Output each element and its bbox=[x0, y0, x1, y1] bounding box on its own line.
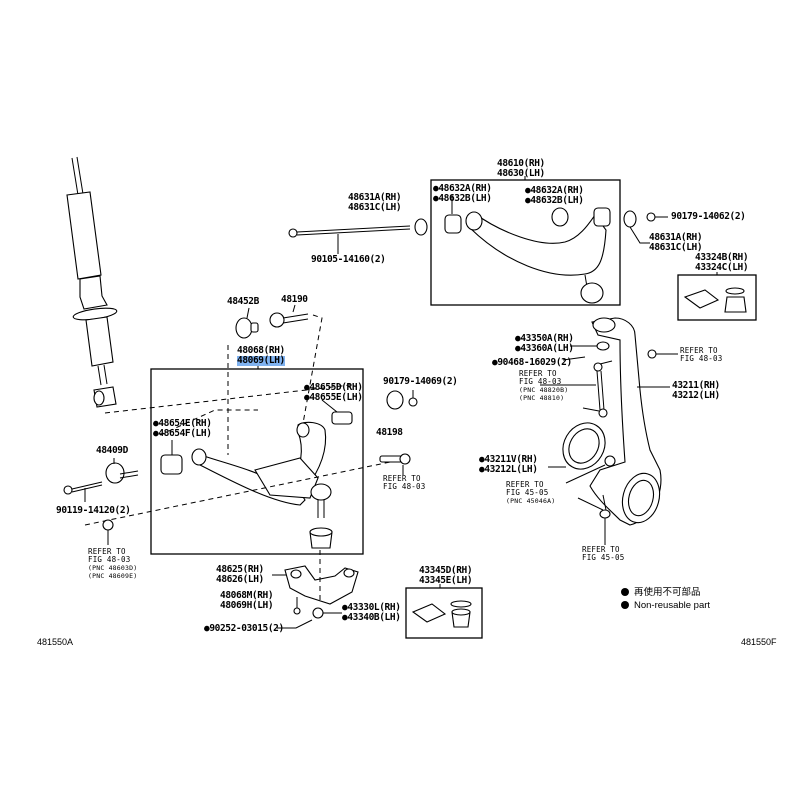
label-upper-bush-right[interactable]: ●48632A(RH) ●48632B(LH) bbox=[525, 185, 584, 206]
label-boot-kit-lower[interactable]: 43345D(RH) 43345E(LH) bbox=[419, 565, 473, 586]
lower-arm-group-box bbox=[150, 368, 364, 555]
label-knuckle[interactable]: 43211(RH) 43212(LH) bbox=[672, 380, 720, 401]
label-nut-lower-rear[interactable]: 90179-14069(2) bbox=[383, 376, 458, 387]
label-cam-left[interactable]: 48631A(RH) 48631C(LH) bbox=[348, 192, 402, 213]
label-upper-bush-left[interactable]: ●48632A(RH) ●48632B(LH) bbox=[433, 183, 492, 204]
label-knuckle-cap[interactable]: ●43350A(RH) ●43360A(LH) bbox=[515, 333, 574, 354]
legend-item-en: Non-reusable part bbox=[621, 599, 710, 612]
steering-knuckle-illustration bbox=[562, 317, 678, 526]
legend-item-jp: 再使用不可部品 bbox=[621, 586, 710, 599]
boot-kit-lower-box bbox=[405, 587, 483, 639]
label-dust-seal[interactable]: ●43211V(RH) ●43212L(LH) bbox=[479, 454, 538, 475]
upper-arm-illustration bbox=[444, 195, 611, 304]
label-bolt-lower[interactable]: 90119-14120(2) bbox=[56, 505, 131, 516]
lower-arm-illustration bbox=[160, 399, 353, 549]
label-bracket[interactable]: 48625(RH) 48626(LH) bbox=[216, 564, 264, 585]
selected-part-highlight: 48069(LH) bbox=[237, 355, 285, 366]
ref-knuckle-nut[interactable]: REFER TO FIG 48-03 bbox=[680, 346, 723, 363]
label-ball-joint-nut[interactable]: ●43330L(RH) ●43340B(LH) bbox=[342, 602, 401, 623]
label-lower-bush-front[interactable]: ●48654E(RH) ●48654F(LH) bbox=[153, 418, 212, 439]
ref-stabilizer[interactable]: REFER TO FIG 48-03 (PNC 48820B) (PNC 488… bbox=[519, 369, 569, 403]
label-cam-lower[interactable]: 48409D bbox=[96, 445, 128, 456]
figure-code-left: 481550A bbox=[37, 637, 74, 647]
label-nut-upper[interactable]: 90179-14062(2) bbox=[671, 211, 746, 222]
label-bracket-bolt[interactable]: 48068M(RH) 48069H(LH) bbox=[220, 590, 274, 611]
ref-bolt-lower[interactable]: REFER TO FIG 48-03 (PNC 48603D) (PNC 486… bbox=[88, 547, 138, 581]
ref-mid-bolt[interactable]: REFER TO FIG 48-03 bbox=[383, 474, 426, 491]
figure-code-right: 481550F bbox=[741, 637, 777, 647]
ref-tie-rod[interactable]: REFER TO FIG 45-05 bbox=[582, 545, 625, 562]
filled-circle-icon bbox=[621, 601, 629, 609]
label-cotter-pin[interactable]: ●90252-03015(2) bbox=[204, 623, 284, 634]
label-cam-right[interactable]: 48631A(RH) 48631C(LH) bbox=[649, 232, 703, 253]
legend: 再使用不可部品 Non-reusable part bbox=[621, 586, 710, 612]
label-cam-washer[interactable]: 48198 bbox=[376, 427, 403, 438]
ref-hub-nut[interactable]: REFER TO FIG 45-05 (PNC 45046A) bbox=[506, 480, 556, 506]
filled-circle-icon bbox=[621, 588, 629, 596]
label-bolt-upper[interactable]: 90105-14160(2) bbox=[311, 254, 386, 265]
label-cam-plate[interactable]: 48452B bbox=[227, 296, 259, 307]
label-lower-bush-rear[interactable]: ●48655D(RH) ●48655E(LH) bbox=[304, 382, 363, 403]
label-lower-arm[interactable]: 48068(RH) 48069(LH) bbox=[237, 345, 285, 366]
shock-absorber-illustration bbox=[66, 156, 118, 408]
label-boot-kit-upper[interactable]: 43324B(RH) 43324C(LH) bbox=[695, 252, 749, 273]
label-cam-bolt[interactable]: 48190 bbox=[281, 294, 308, 305]
label-upper-arm[interactable]: 48610(RH) 48630(LH) bbox=[497, 158, 545, 179]
label-knuckle-pin[interactable]: ●90468-16029(2) bbox=[492, 357, 572, 368]
upper-bolt-illustration bbox=[288, 210, 668, 254]
